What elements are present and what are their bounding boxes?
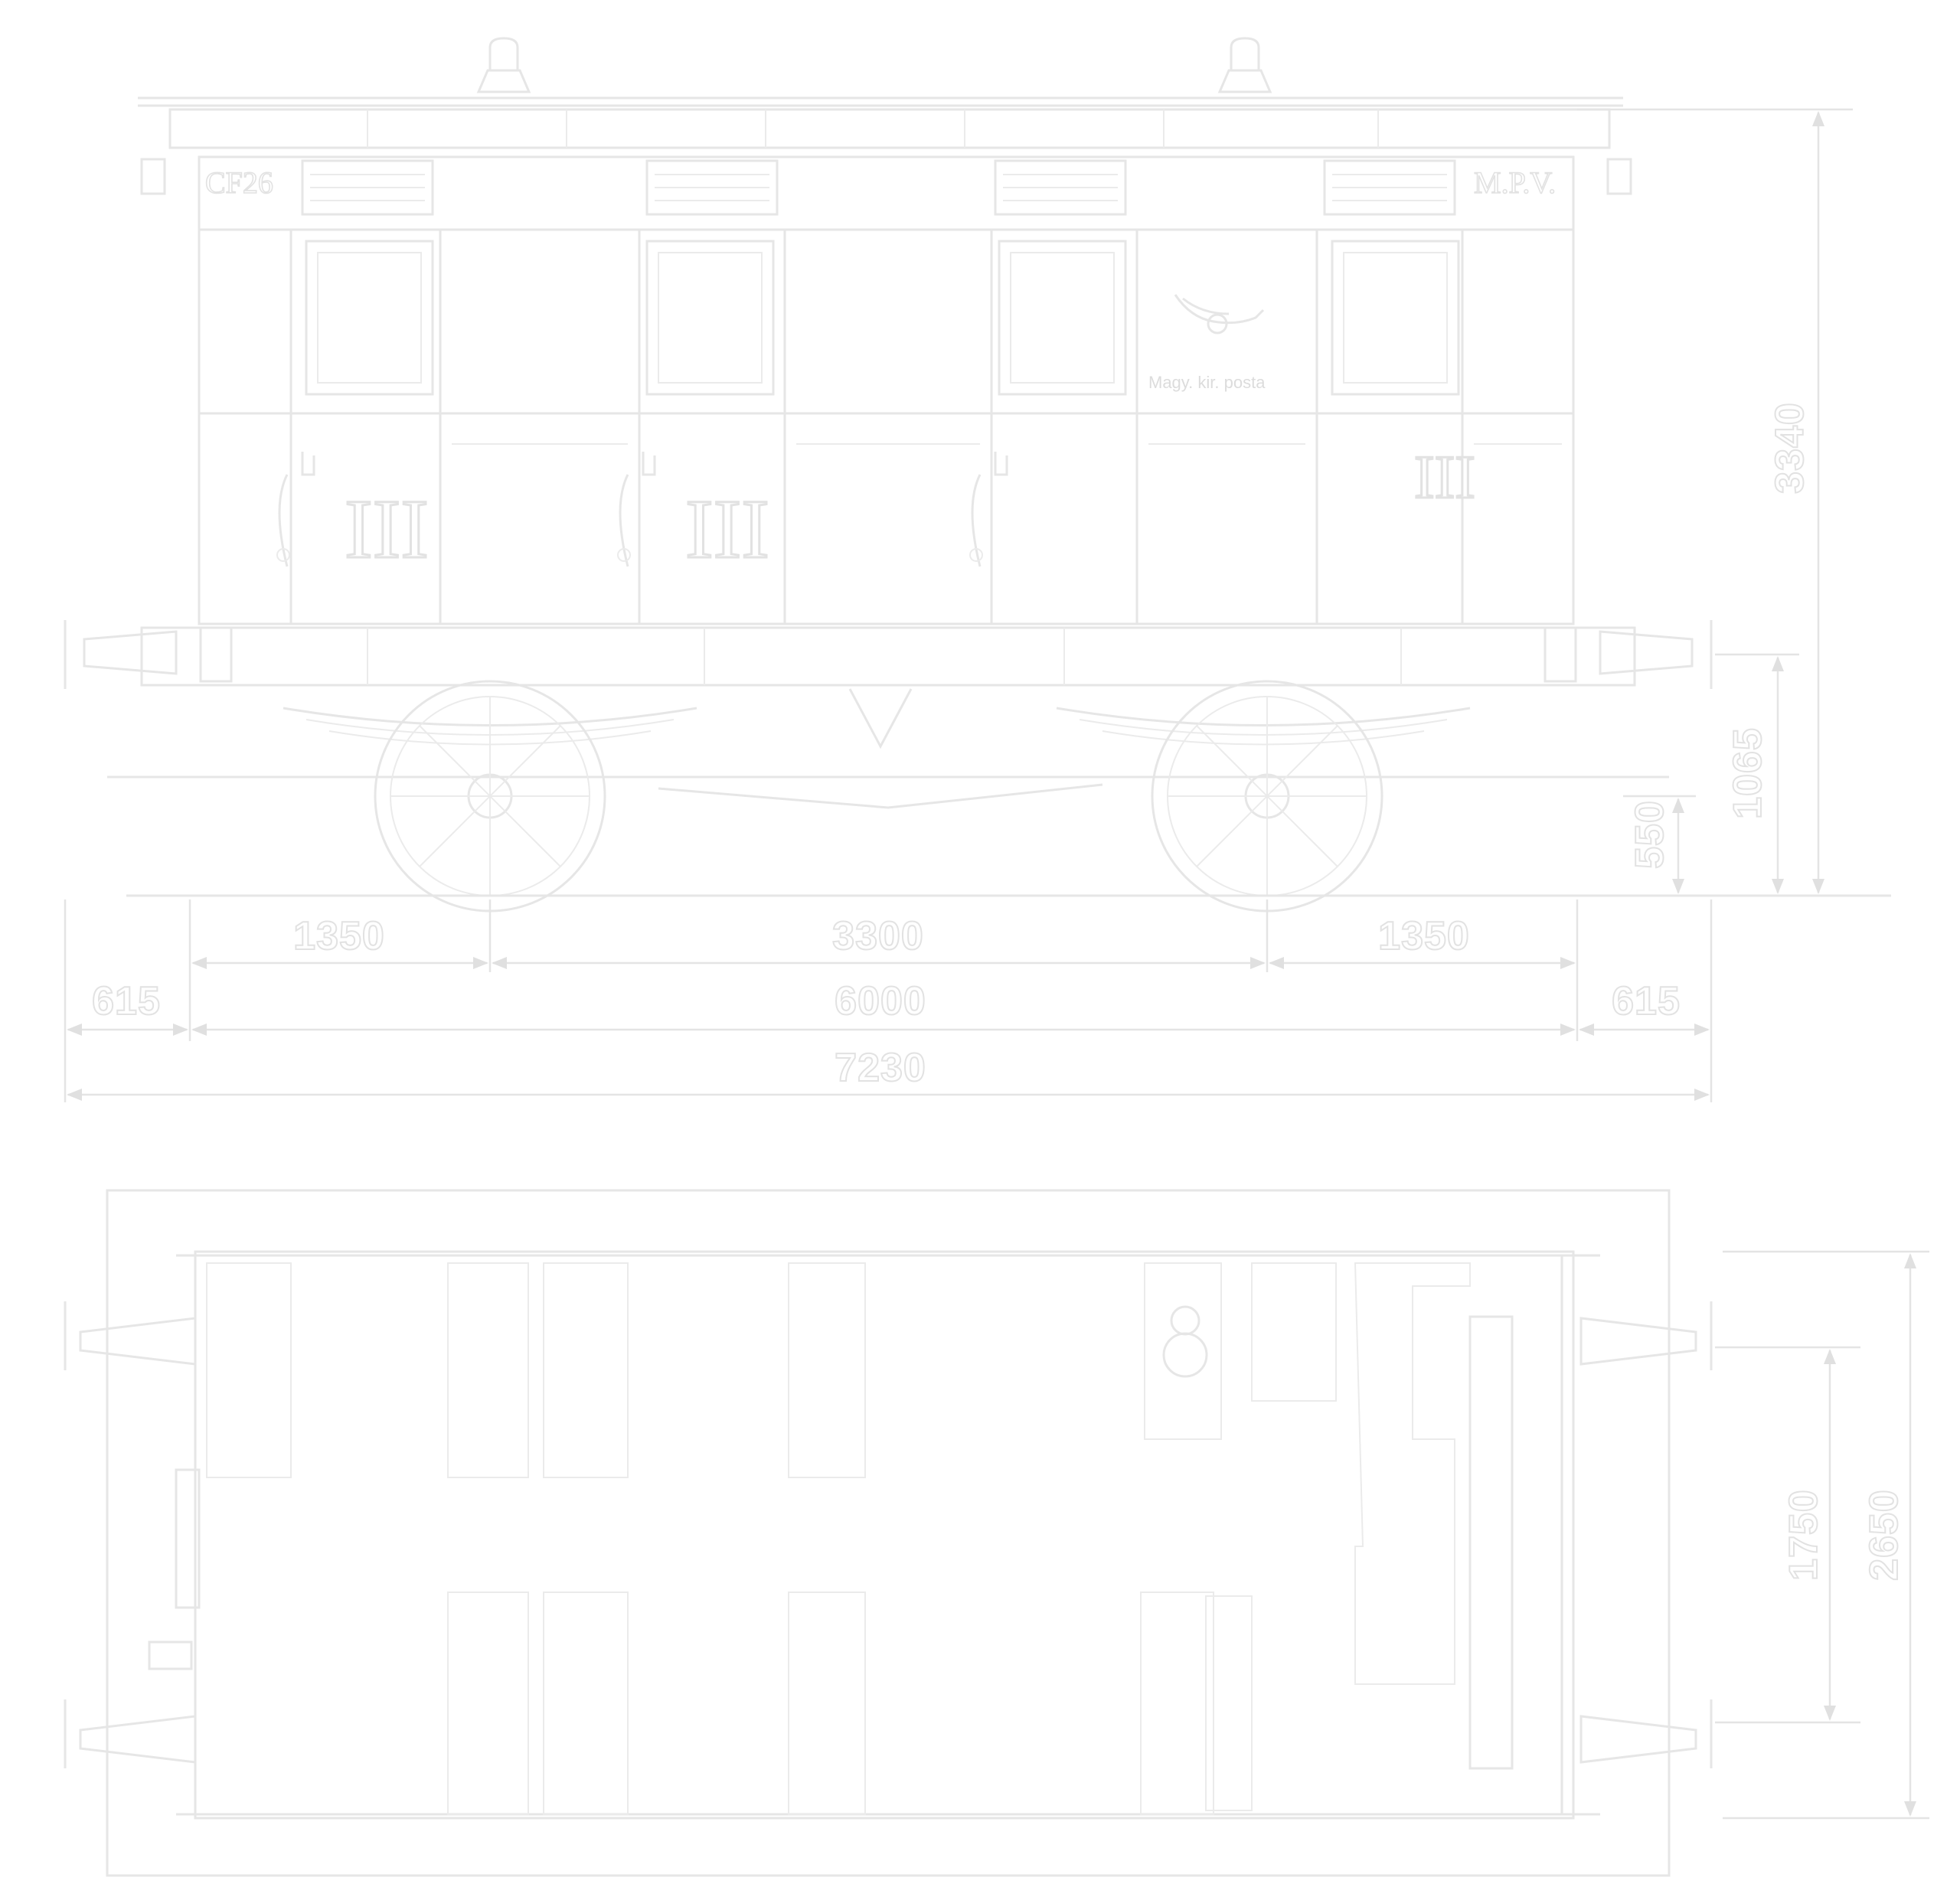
roof-lamp-right [1217,37,1272,93]
window-2 [645,240,775,396]
vent-3 [994,159,1127,216]
dim-overhang-left: 1350 [293,914,385,958]
car-body [198,155,1575,625]
roof-lamp-left [476,37,531,93]
dim-frame-length: 6000 [835,979,926,1023]
car-number: CF26 [205,165,273,200]
toilet-icon [1162,1305,1208,1378]
dim-wheelbase: 3300 [832,914,924,958]
class-label-1: III [345,482,429,576]
class-label-3: III [1414,444,1475,511]
dim-height-step: 550 [1628,800,1672,869]
plan-buffers [64,1301,1713,1768]
side-lamp-left [140,158,166,195]
dim-buffer-spacing: 1750 [1782,1489,1826,1581]
dim-buffer-right: 615 [1612,979,1681,1023]
plan-dimensions [1715,1250,1929,1820]
roof [138,96,1623,149]
dim-width: 2650 [1862,1489,1906,1581]
side-lamp-right [1606,158,1632,195]
dim-height-buffer: 1065 [1726,727,1770,819]
post-label: Magy. kir. posta [1148,373,1266,392]
plan-view [64,1189,1713,1877]
wheel-right [1151,680,1383,912]
buffer-left [64,620,233,689]
vent-2 [645,159,779,216]
side-dimensions [64,108,1853,1102]
dim-buffer-left: 615 [92,979,161,1023]
side-elevation: CF26 M.P.V. Magy. kir. posta III III III [64,37,1891,912]
owner-marking: M.P.V. [1474,165,1556,200]
vent-4 [1323,159,1456,216]
class-label-2: III [685,482,769,576]
window-3 [998,240,1127,396]
wheel-left [374,680,606,912]
buffer-right [1544,620,1713,689]
window-4 [1331,240,1460,396]
underframe [107,626,1669,809]
dim-height-total: 3340 [1768,402,1812,494]
vent-1 [301,159,434,216]
post-horn-icon [1174,294,1265,335]
leaf-spring-right [1056,707,1471,746]
dim-overhang-right: 1350 [1378,914,1470,958]
door-handles [276,452,1008,567]
window-1 [305,240,434,396]
dim-length-over-buffers: 7230 [835,1046,926,1090]
